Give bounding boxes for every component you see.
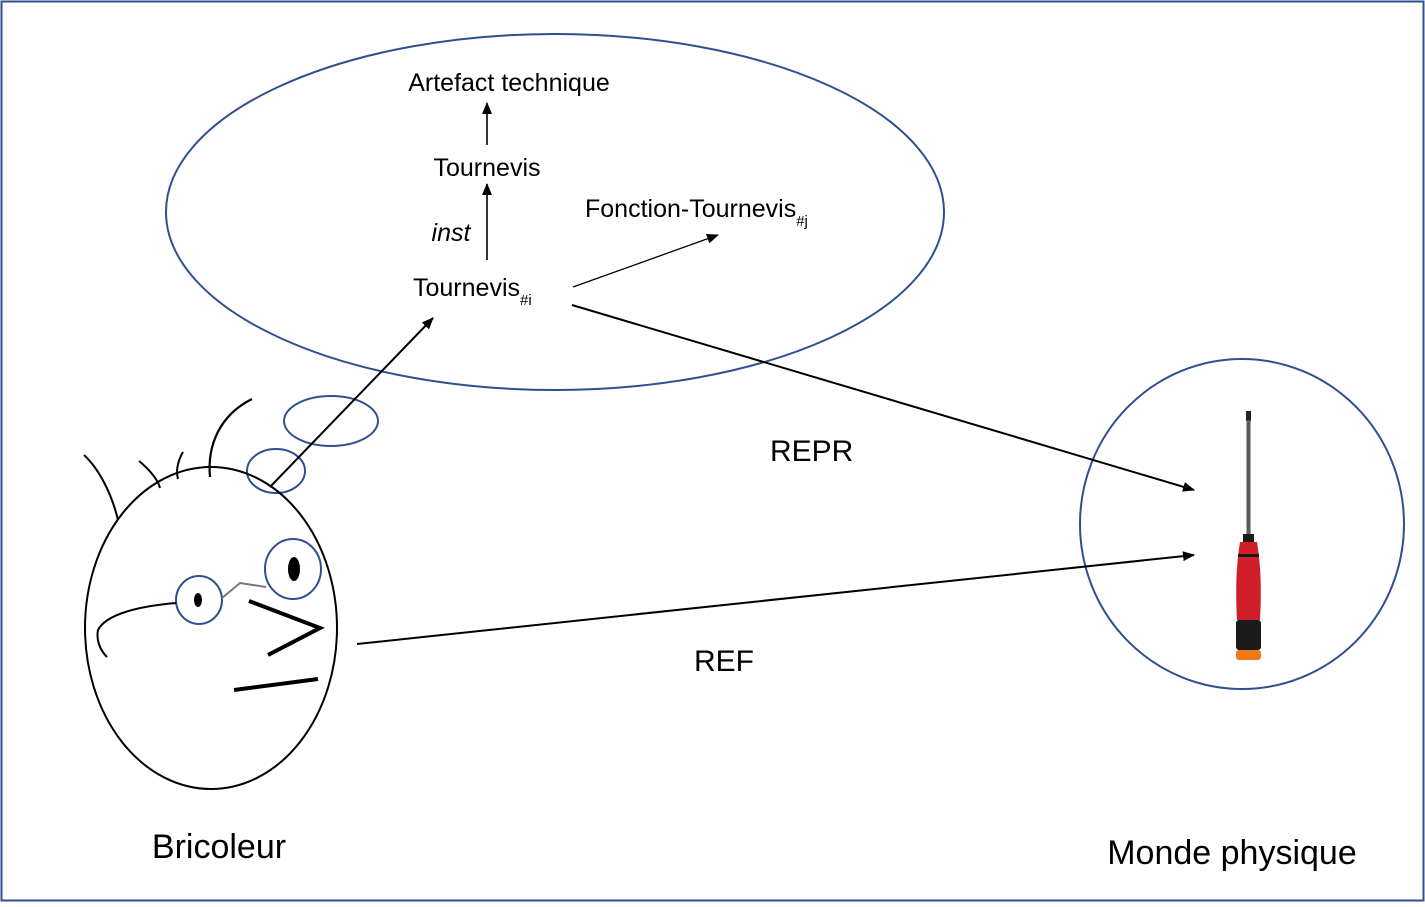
hair-strand bbox=[176, 451, 184, 480]
thought-bubble-small bbox=[246, 448, 306, 494]
right-pupil bbox=[288, 557, 300, 581]
monde-physique-caption: Monde physique bbox=[1107, 834, 1357, 872]
screwdriver-handle-black bbox=[1236, 620, 1261, 650]
glasses-bridge bbox=[221, 581, 267, 599]
screwdriver-collar bbox=[1243, 534, 1254, 542]
repr-arrow bbox=[571, 304, 1195, 492]
thought-bubble-large bbox=[283, 395, 379, 447]
bricoleur-caption: Bricoleur bbox=[152, 828, 286, 866]
tournevis-instance-label: Tournevis#i bbox=[413, 274, 532, 309]
screwdriver-shaft bbox=[1246, 420, 1251, 538]
screwdriver-grip-band bbox=[1238, 554, 1259, 557]
mouth bbox=[233, 677, 319, 692]
screwdriver-icon bbox=[1236, 411, 1261, 660]
repr-label: REPR bbox=[770, 435, 853, 468]
right-eye bbox=[264, 538, 322, 600]
artefact-technique-label: Artefact technique bbox=[408, 69, 610, 97]
arrow-thought-to-instance bbox=[269, 317, 434, 488]
arrow-instance-to-fonction bbox=[572, 234, 719, 288]
hair-strand bbox=[138, 460, 161, 489]
fonction-tournevis-label: Fonction-Tournevis#j bbox=[585, 195, 808, 230]
screwdriver-end-cap bbox=[1236, 650, 1261, 660]
hair-strand bbox=[83, 454, 119, 521]
left-eye bbox=[175, 575, 223, 625]
ref-label: REF bbox=[694, 645, 754, 678]
nose bbox=[248, 599, 325, 657]
inst-label: inst bbox=[432, 219, 472, 247]
hair-strand bbox=[208, 398, 253, 478]
screwdriver-handle-red bbox=[1236, 542, 1261, 620]
bricoleur-face bbox=[83, 398, 338, 790]
concept-bubble bbox=[165, 33, 945, 391]
ref-arrow bbox=[356, 551, 1195, 645]
glasses-arm bbox=[96, 602, 177, 658]
screwdriver-tip bbox=[1246, 411, 1251, 421]
physical-world-circle bbox=[1079, 358, 1405, 690]
tournevis-label: Tournevis bbox=[434, 154, 541, 182]
left-pupil bbox=[194, 593, 202, 607]
head-outline bbox=[84, 466, 338, 790]
